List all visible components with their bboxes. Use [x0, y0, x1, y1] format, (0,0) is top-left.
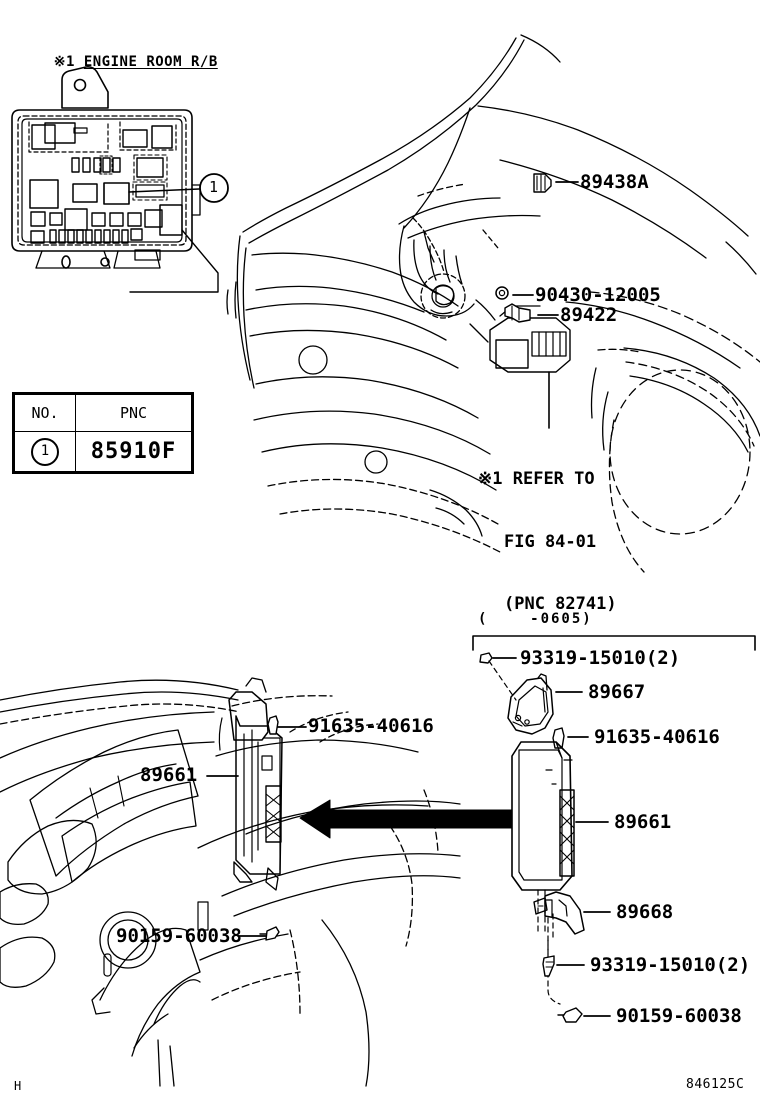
refer-to-note: ※1 REFER TO FIG 84-01 (PNC 82741): [478, 428, 617, 656]
part-glyphs-bottom-left: [259, 715, 280, 941]
leader-lines-bottom-right: [492, 657, 611, 1017]
part-label-89422: 89422: [560, 304, 618, 326]
callout-number-1: 1: [209, 178, 219, 196]
title-text: ENGINE ROOM R/B: [83, 54, 218, 71]
refer-marker: ※1: [478, 469, 503, 490]
footer-left-mark: H: [14, 1079, 22, 1093]
part-label-90430-12005: 90430-12005: [535, 284, 661, 306]
part-glyphs-top: [495, 173, 552, 323]
leader-lines-top: [512, 181, 579, 316]
part-label-br-90159-60038: 90159-60038: [616, 1005, 742, 1027]
legend-row-pnc: 85910F: [75, 431, 192, 472]
part-label-89438a: 89438A: [580, 171, 649, 193]
refer-line-3: (PNC 82741): [504, 593, 617, 614]
date-range-label: ( -0605): [478, 611, 593, 627]
engine-room-relay-box-illustration: [11, 66, 229, 293]
legend-header-pnc: PNC: [75, 394, 192, 432]
instrument-panel-illustration: [0, 677, 461, 1087]
transfer-arrow: [299, 799, 513, 839]
part-label-br-93319-15010-top: 93319-15010(2): [520, 647, 681, 669]
vehicle-front-illustration: [226, 34, 760, 573]
legend-header-no: NO.: [14, 394, 76, 432]
legend-row-no: 1: [14, 431, 76, 472]
pnc-legend-table: NO. PNC 1 85910F: [12, 392, 194, 474]
part-label-bl-90159-60038: 90159-60038: [116, 925, 242, 947]
part-label-bl-91635-40616: 91635-40616: [308, 715, 434, 737]
leader-lines-bottom-left: [206, 726, 307, 937]
part-label-br-91635-40616: 91635-40616: [594, 726, 720, 748]
ecu-exploded-illustration: [479, 652, 585, 1023]
part-label-br-89661: 89661: [614, 811, 672, 833]
legend-callout-circle: 1: [31, 437, 59, 466]
title-marker: ※1: [53, 54, 75, 71]
refer-line-2: FIG 84-01: [504, 531, 597, 552]
part-label-br-93319-15010-bottom: 93319-15010(2): [590, 954, 751, 976]
part-label-br-89668: 89668: [616, 901, 674, 923]
date-range-bracket: [472, 635, 756, 651]
refer-line-1: REFER TO: [512, 469, 595, 490]
footer-diagram-code: 846125C: [686, 1077, 745, 1092]
part-label-br-89667: 89667: [588, 681, 646, 703]
part-label-bl-89661: 89661: [140, 764, 198, 786]
engine-room-rb-title: ※1 ENGINE ROOM R/B: [18, 40, 218, 85]
